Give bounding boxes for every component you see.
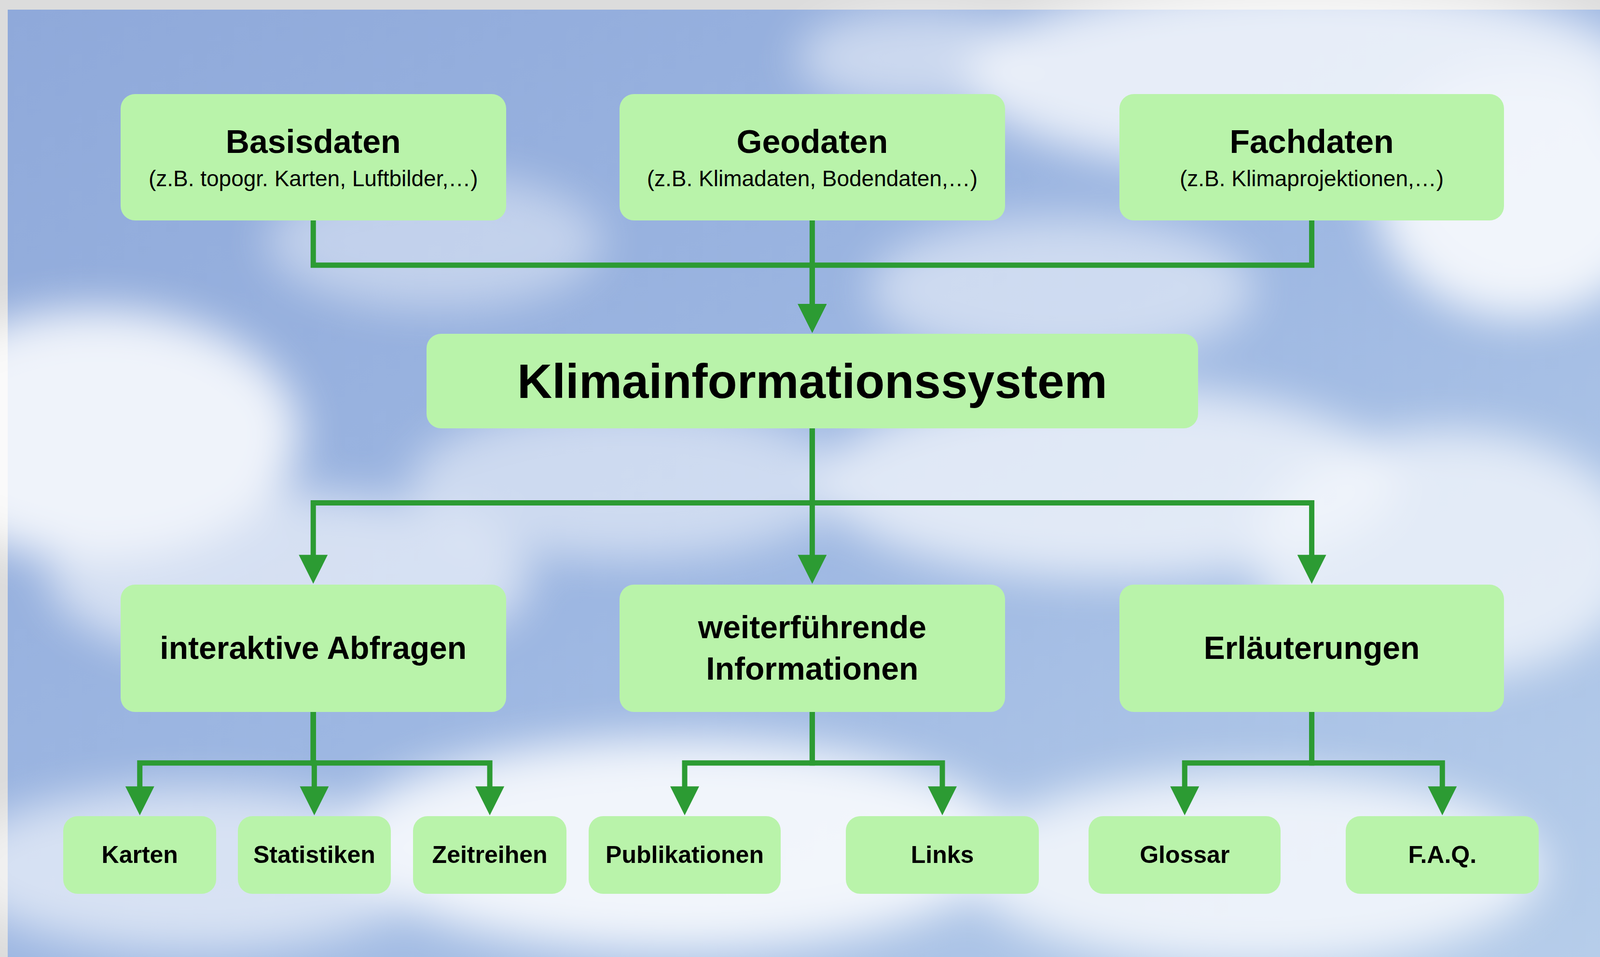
box-title: F.A.Q.	[1407, 840, 1477, 870]
process-box: Statistiken	[237, 816, 391, 895]
process-box: Geodaten (z.B. Klimadaten, Bodendaten,…)	[619, 94, 1006, 221]
process-box: F.A.Q.	[1345, 816, 1539, 895]
box-title: Erläuterungen	[1203, 627, 1420, 670]
process-box: Glossar	[1088, 816, 1281, 895]
process-box: weiterführende Informationen	[619, 584, 1006, 713]
box-subtitle: (z.B. topogr. Karten, Luftbilder,…)	[148, 165, 479, 193]
process-box: Fachdaten (z.B. Klimaprojektionen,…)	[1119, 94, 1504, 221]
connector-arrow	[812, 428, 1312, 566]
box-title: interaktive Abfragen	[159, 627, 467, 670]
process-box: Karten	[63, 816, 217, 895]
process-box: Links	[845, 816, 1039, 895]
box-title: Statistiken	[253, 840, 376, 870]
process-box: Klimainformationssystem	[426, 333, 1199, 429]
box-title: Zeitreihen	[432, 840, 548, 870]
box-title: Karten	[101, 840, 179, 870]
box-subtitle: (z.B. Klimadaten, Bodendaten,…)	[647, 165, 978, 193]
box-title: Geodaten	[736, 122, 889, 162]
process-box: Zeitreihen	[413, 816, 566, 895]
connector-arrow	[139, 712, 314, 798]
connector-arrow	[313, 428, 813, 566]
process-box: interaktive Abfragen	[120, 584, 507, 713]
box-title: Fachdaten	[1229, 122, 1394, 162]
connector-arrow	[313, 712, 490, 798]
box-title: Basisdaten	[225, 122, 401, 162]
connector-arrow	[1311, 712, 1443, 798]
connector-arrow	[1184, 712, 1312, 798]
connector-arrow	[313, 220, 813, 315]
process-box: Basisdaten (z.B. topogr. Karten, Luftbild…	[120, 94, 507, 221]
process-box: Publikationen	[588, 816, 781, 895]
box-title: Klimainformationssystem	[517, 352, 1108, 411]
box-title: Publikationen	[605, 840, 764, 870]
box-title: Links	[910, 840, 975, 870]
box-title: weiterführende Informationen	[626, 606, 999, 690]
process-box: Erläuterungen	[1119, 584, 1504, 713]
connector-arrow	[812, 220, 1312, 315]
box-subtitle: (z.B. Klimaprojektionen,…)	[1179, 165, 1444, 193]
box-title: Glossar	[1139, 840, 1230, 870]
connector-arrow	[812, 712, 943, 798]
connector-arrow	[684, 712, 813, 798]
